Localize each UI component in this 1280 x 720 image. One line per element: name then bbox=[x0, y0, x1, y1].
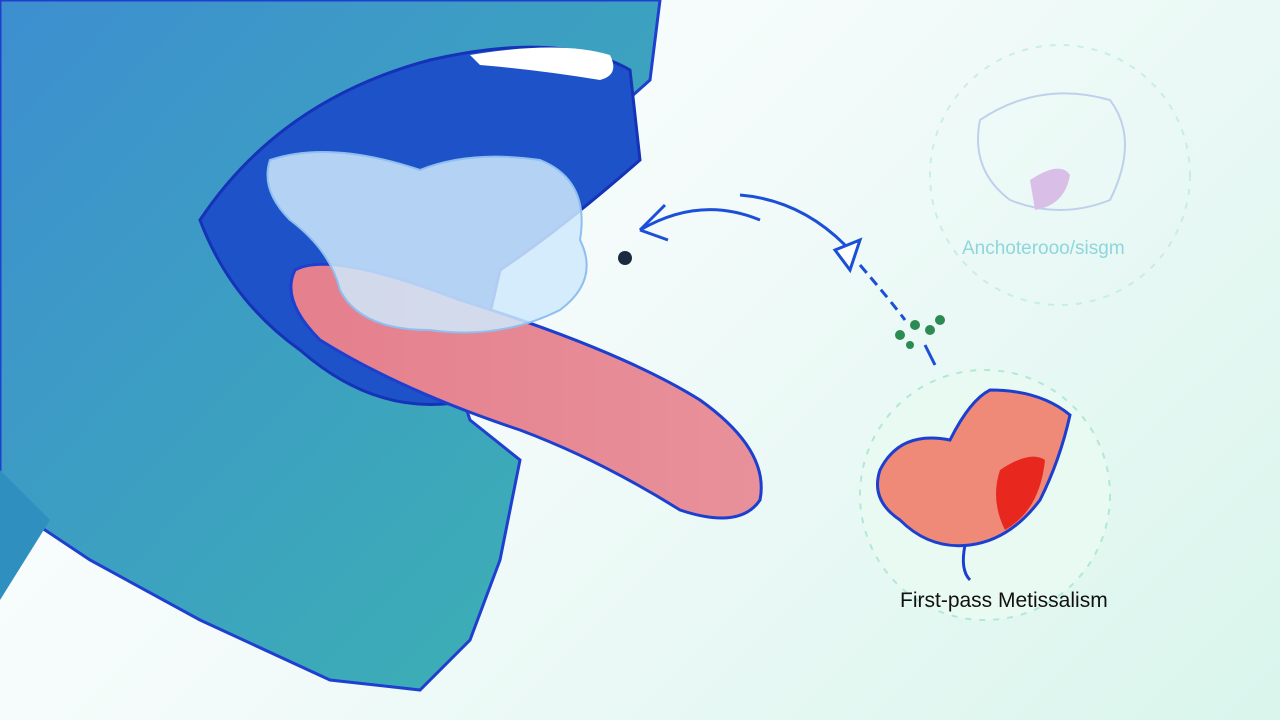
faded-oral-diagram bbox=[929, 44, 1191, 306]
absorption-arrows bbox=[638, 193, 937, 366]
first-pass-metabolism-label: First-pass Metissalism bbox=[900, 589, 1108, 612]
molecule-icon bbox=[895, 315, 945, 349]
dissolving-tablet bbox=[266, 151, 588, 334]
molecule-icon bbox=[618, 251, 632, 265]
teeth bbox=[470, 47, 614, 80]
digestive-tract-diagram bbox=[859, 369, 1111, 621]
faded-diagram-label: Anchoterooo/sisgm bbox=[962, 238, 1125, 259]
